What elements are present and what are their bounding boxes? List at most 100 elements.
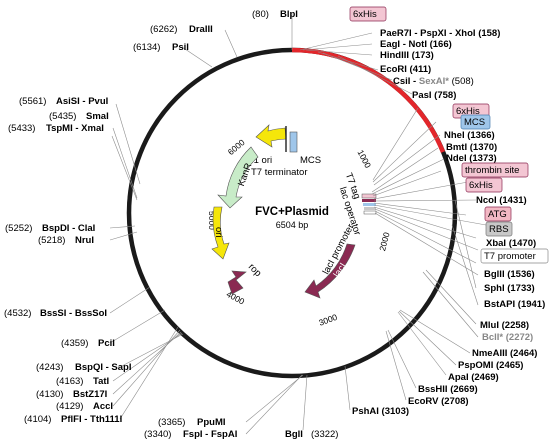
site-acci-name: AccI [93, 401, 113, 412]
site-bmti: BmtI (1370) [446, 142, 497, 153]
site-bspdi-name: BspDI - ClaI [42, 223, 95, 234]
mcs-block [363, 203, 376, 206]
site-ppumi-pos: (3365) [158, 417, 185, 428]
rop-label: rop [246, 262, 263, 279]
site-bsssi-pos: (4532) [4, 308, 31, 319]
site-pshai: PshAI (3103) [352, 406, 409, 417]
site-ecorv: EcoRV (2708) [408, 396, 469, 407]
site-tati-pos: (4163) [56, 376, 83, 387]
badge-mcs [460, 114, 491, 130]
badge-mcs-label: MCS [464, 117, 485, 128]
site-psii-pos: (6134) [133, 42, 160, 53]
site-bstz17i-pos: (4130) [36, 389, 63, 400]
site-fspi-name: FspI - FspAI [183, 429, 237, 440]
site-tati-name: TatI [93, 376, 109, 387]
site-nrui-name: NruI [75, 235, 94, 246]
site-ppumi-name: PpuMI [197, 417, 226, 428]
site-bsshii: BssHII (2669) [418, 384, 478, 395]
site-nrui-pos: (5218) [38, 235, 65, 246]
rop-arrow [227, 270, 247, 295]
plasmid-name: FVC+Plasmid [255, 206, 329, 218]
site-bsssi-name: BssSI - BssSoI [40, 308, 107, 319]
site-asisi-name: AsiSI - PvuI [56, 96, 108, 107]
site-bgli-name: BglI [285, 429, 303, 440]
badge-thrombin [461, 162, 529, 178]
badge-atg [484, 206, 512, 222]
rbs-block [364, 207, 376, 210]
site-blpi-pos: (80) [252, 9, 269, 20]
site-pcii-pos: (4359) [61, 338, 88, 349]
badge-rbs-label: RBS [489, 224, 509, 235]
site-bstz17i-name: BstZ17I [73, 389, 107, 400]
t7-promoter-block [363, 210, 377, 215]
site-ecori: EcoRI (411) [380, 64, 431, 75]
site-tspmi-name: TspMI - XmaI [46, 123, 104, 134]
site-ndei: NdeI (1373) [446, 153, 497, 164]
insert-region [291, 47, 446, 153]
badge-thrombin-label: thrombin site [465, 165, 519, 176]
site-bspqi-pos: (4243) [36, 362, 63, 373]
badge-his-lower-label: 6xHis [469, 180, 493, 191]
tick-1000: 1000 [355, 148, 373, 170]
site-bspqi-name: BspQI - SapI [75, 362, 131, 373]
tick-6000: 6000 [226, 137, 247, 157]
site-bspdi-pos: (5252) [5, 223, 32, 234]
ori-arrow [211, 206, 230, 260]
badge-his-top [349, 6, 387, 22]
tick-2000: 2000 [377, 231, 392, 252]
thrombin-block [362, 199, 376, 202]
f1-ori-arrow [255, 124, 287, 148]
plasmid-length: 6504 bp [276, 220, 309, 230]
site-acci-pos: (4129) [56, 401, 83, 412]
site-tspmi-pos: (5433) [8, 123, 35, 134]
t7-terminator-label: T7 terminator [251, 167, 308, 178]
badge-his-top-label: 6xHis [353, 9, 377, 20]
site-mlui: MluI (2258) [480, 320, 529, 331]
badge-his-lower [465, 177, 503, 193]
site-smai-pos: (5435) [49, 111, 76, 122]
site-bglii: BglII (1536) [484, 269, 535, 280]
tick-5000: 5000 [207, 211, 217, 230]
his-block [361, 193, 377, 199]
site-draiii-name: DraIII [189, 24, 213, 35]
site-pcii-name: PciI [98, 338, 115, 349]
site-blpi-name: BlpI [280, 9, 298, 20]
site-fspi-pos: (3340) [144, 429, 171, 440]
site-paer7i: PaeR7I - PspXI - XhoI (158) [380, 28, 500, 39]
badge-atg-label: ATG [488, 209, 507, 220]
ori-label: ori [213, 227, 224, 238]
site-pasi: PasI (758) [412, 90, 456, 101]
badge-t7-promoter-label: T7 promoter [484, 251, 536, 262]
site-bcli: BclI* (2272) [482, 332, 533, 343]
site-psii-name: PsiI [172, 42, 189, 53]
site-smai-name: SmaI [86, 111, 109, 122]
site-pspomi: PspOMI (2465) [458, 360, 523, 371]
tick-3000: 3000 [317, 312, 338, 328]
site-sphi: SphI (1733) [484, 283, 535, 294]
expression-cassette-blocks [361, 193, 377, 215]
site-pflfi-name: PflFI - Tth111I [61, 414, 122, 425]
site-ncoi: NcoI (1431) [476, 195, 527, 206]
site-draiii-pos: (6262) [150, 24, 177, 35]
site-csii: CsiI - SexAI* (508) [393, 76, 474, 87]
kanr-arrow [217, 146, 259, 209]
badge-his-right-label: 6xHis [456, 106, 480, 117]
terminator-marker [289, 131, 298, 153]
site-xbai: XbaI (1470) [486, 238, 536, 249]
laci-arrow [304, 243, 356, 299]
site-eagi: EagI - NotI (166) [380, 39, 452, 50]
site-bstapi: BstAPI (1941) [484, 299, 545, 310]
f1-ori-label: f1 ori [251, 155, 272, 166]
site-apai: ApaI (2469) [448, 372, 499, 383]
mcs-top-label: MCS [300, 155, 321, 166]
site-nmeaiii: NmeAIII (2464) [472, 348, 537, 359]
site-pflfi-pos: (4104) [24, 414, 51, 425]
site-nhei: NheI (1366) [444, 130, 495, 141]
badge-rbs [485, 221, 513, 237]
site-asisi-pos: (5561) [19, 96, 46, 107]
site-leaders [109, 13, 487, 435]
site-bgli-pos: (3322) [311, 429, 338, 440]
badge-t7-promoter [480, 248, 549, 264]
site-hindiii: HindIII (173) [380, 50, 434, 61]
